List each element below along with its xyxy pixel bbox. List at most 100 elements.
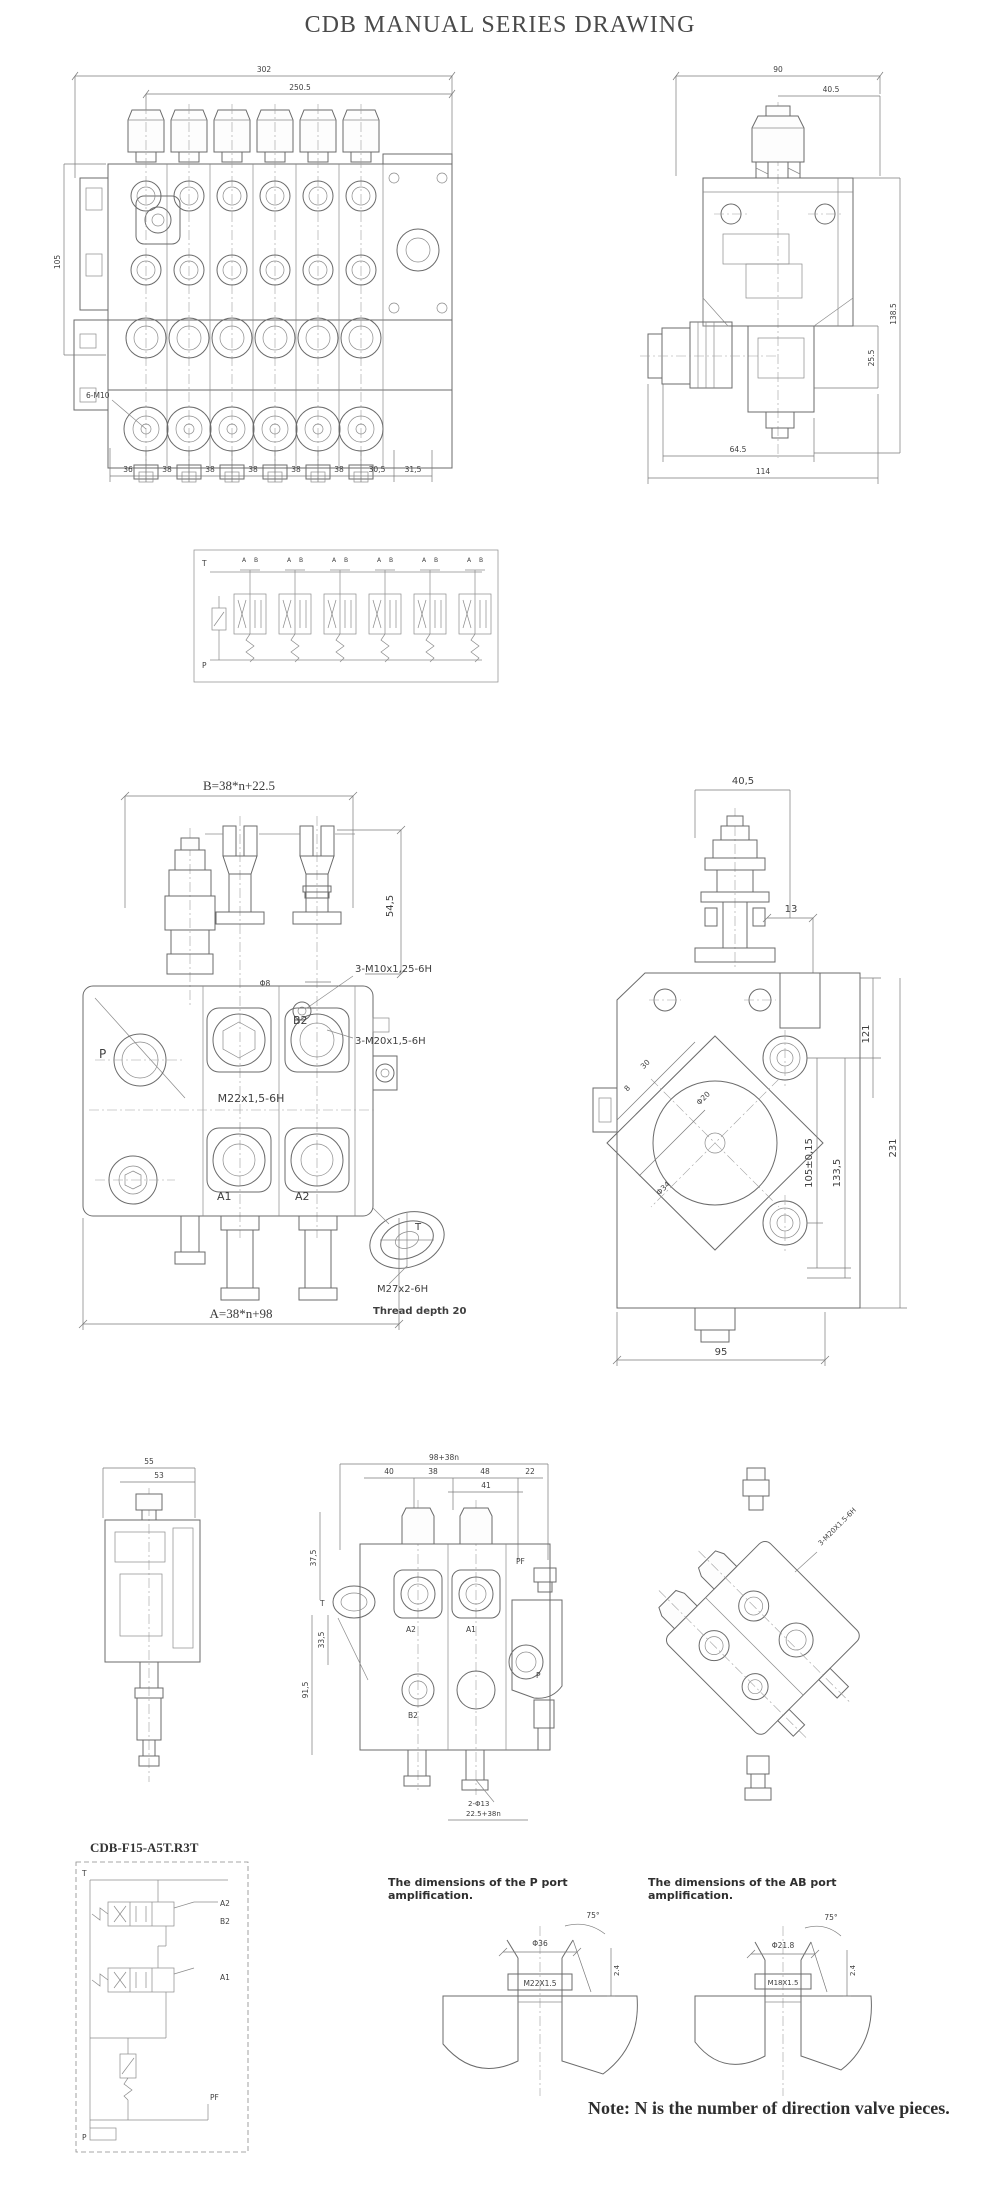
svg-text:75°: 75° (586, 1911, 600, 1920)
svg-text:A: A (467, 557, 472, 564)
label-d8: Φ8 (260, 979, 331, 988)
svg-text:T: T (414, 1222, 422, 1233)
dim-53: 53 (120, 1471, 195, 1483)
svg-text:6-M10: 6-M10 (86, 391, 110, 400)
svg-text:A=38*n+98: A=38*n+98 (209, 1306, 272, 1321)
svg-text:90: 90 (773, 65, 783, 74)
smid-bottom-dims: 2-Φ13 22.5+38n (448, 1779, 528, 1821)
svg-text:91,5: 91,5 (301, 1681, 310, 1698)
svg-text:PF: PF (516, 1557, 525, 1566)
svg-text:38: 38 (162, 465, 172, 474)
valve-bank-body (73, 153, 453, 469)
svg-text:38: 38 (291, 465, 301, 474)
svg-text:3-M20x1,5-6H: 3-M20x1,5-6H (355, 1036, 426, 1047)
p-port-caption: The dimensions of the P port amplificati… (388, 1876, 568, 1902)
svg-text:3-M10x1,25-6H: 3-M10x1,25-6H (355, 964, 432, 975)
svg-text:250.5: 250.5 (289, 83, 311, 92)
p-port-figure: 75° Φ36 M22X1.5 2.4 (442, 1911, 638, 2096)
cap-stack (694, 808, 776, 968)
smid-left-dims: 37,5 33,5 91,5 (301, 1512, 329, 1755)
svg-text:114: 114 (756, 467, 771, 476)
p-dim-angle: 75° (564, 1911, 606, 1993)
svg-text:38: 38 (334, 465, 344, 474)
svg-text:30,5: 30,5 (369, 465, 386, 474)
smid-top-dims: 98+38n 40 38 48 22 41 (339, 1453, 549, 1560)
svg-text:30: 30 (639, 1058, 652, 1071)
side-body-detail (592, 972, 861, 1343)
svg-text:33,5: 33,5 (317, 1631, 326, 1648)
svg-text:53: 53 (154, 1471, 164, 1480)
circuit-title: CDB-F15-A5T.R3T (90, 1840, 199, 1855)
svg-text:B2: B2 (408, 1711, 418, 1720)
svg-text:2.4: 2.4 (849, 1964, 857, 1976)
dim-54-5: 54,5 (337, 825, 406, 979)
svg-text:38: 38 (205, 465, 215, 474)
svg-text:31,5: 31,5 (405, 465, 422, 474)
ab-dim-depth: 2.4 (843, 1950, 857, 1997)
svg-text:T: T (81, 1869, 87, 1878)
dim-b: B=38*n+22.5 (120, 778, 358, 908)
svg-text:40.5: 40.5 (823, 85, 840, 94)
dim-95: 95 (612, 1312, 830, 1366)
svg-text:B: B (479, 557, 483, 564)
svg-text:2.4: 2.4 (613, 1964, 621, 1976)
svg-text:A: A (242, 557, 247, 564)
svg-text:36: 36 (123, 465, 133, 474)
svg-text:P: P (202, 661, 207, 670)
side-view-drawing: 90 40.5 (640, 65, 901, 484)
small-left-drawing: 55 53 (102, 1457, 201, 1782)
svg-text:2-Φ13: 2-Φ13 (468, 1800, 489, 1808)
sright-label: 3-M20X1.5-6H (794, 1506, 858, 1573)
svg-text:41: 41 (481, 1481, 491, 1490)
detail-front-drawing: B=38*n+22.5 (78, 778, 466, 1330)
front-view-drawing: 302 250.5 (53, 65, 456, 483)
svg-text:138.5: 138.5 (889, 303, 898, 325)
dim-114: 114 (647, 384, 879, 484)
svg-text:T: T (201, 559, 207, 568)
svg-text:8: 8 (622, 1083, 632, 1093)
svg-text:40: 40 (384, 1467, 394, 1476)
ab-dim-angle: 75° (804, 1913, 842, 1993)
svg-text:A: A (287, 557, 292, 564)
p-dim-diameter: Φ36 (498, 1939, 582, 1957)
p-dim-depth: 2.4 (607, 1948, 621, 1997)
svg-text:A2: A2 (220, 1899, 230, 1908)
svg-text:A: A (377, 557, 382, 564)
svg-text:25.5: 25.5 (867, 349, 876, 366)
relief-valve-stack (164, 828, 216, 1008)
svg-text:P: P (536, 1671, 541, 1680)
svg-text:T: T (319, 1599, 325, 1608)
label-6-m10: 6-M10 (86, 391, 147, 430)
right-dims: 121 105±0,15 133,5 231 (804, 977, 907, 1309)
label-3-m10: 3-M10x1,25-6H (292, 964, 432, 1021)
svg-text:M22x1,5-6H: M22x1,5-6H (218, 1092, 285, 1105)
small-right-drawing: 3-M20X1.5-6H (658, 1467, 860, 1801)
svg-text:B=38*n+22.5: B=38*n+22.5 (203, 778, 275, 793)
dim-64-5: 64.5 (662, 384, 815, 462)
ab-port-figure: 75° Φ21.8 M18X1.5 2.4 (694, 1913, 872, 2096)
svg-text:A1: A1 (217, 1190, 232, 1203)
smid-body: T A2 A1 B2 PF P (319, 1500, 563, 1795)
sright-top-stack (742, 1467, 770, 1511)
dim-105: 105 (53, 163, 106, 356)
page-title: CDB MANUAL SERIES DRAWING (304, 12, 696, 38)
sright-bottom-stack (744, 1755, 772, 1801)
svg-text:B: B (299, 557, 303, 564)
svg-text:37,5: 37,5 (309, 1549, 318, 1566)
svg-text:Φ36: Φ36 (532, 1939, 548, 1948)
label-thread-depth: Thread depth 20 (373, 1306, 466, 1317)
small-middle-drawing: 98+38n 40 38 48 22 41 37,5 33,5 91,5 (301, 1453, 563, 1821)
svg-text:A2: A2 (295, 1190, 310, 1203)
svg-text:Φ8: Φ8 (260, 979, 271, 988)
bottom-spool-caps (174, 1215, 338, 1301)
ab-dim-thread: M18X1.5 (754, 1973, 812, 1990)
svg-text:105±0,15: 105±0,15 (804, 1138, 815, 1188)
svg-text:64.5: 64.5 (730, 445, 747, 454)
dim-40-5b: 40,5 (694, 776, 791, 918)
svg-text:54,5: 54,5 (385, 895, 396, 917)
circuit-valve-1: A2 B2 (91, 1880, 230, 1946)
svg-text:22.5+38n: 22.5+38n (466, 1810, 501, 1818)
svg-text:Φ21.8: Φ21.8 (772, 1941, 795, 1950)
